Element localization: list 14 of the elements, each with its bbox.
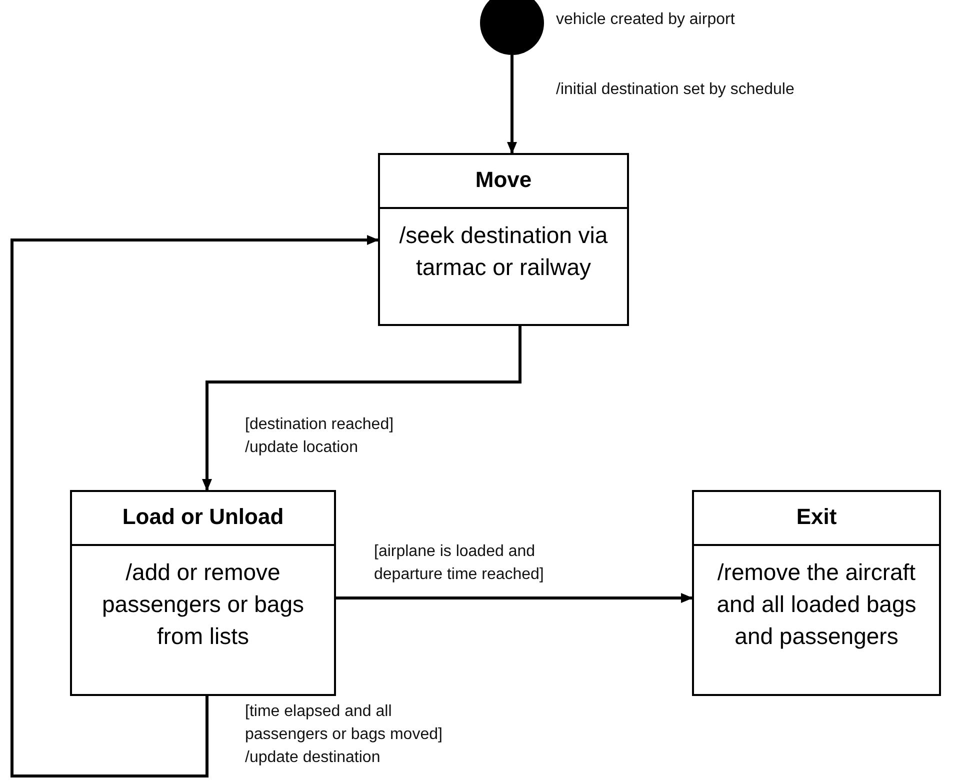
- transition-arrow: [507, 55, 517, 154]
- transition-arrow: [202, 326, 522, 491]
- state-name: Exit: [694, 492, 939, 546]
- initial-state-dot: [480, 0, 544, 55]
- state-box: [692, 490, 941, 696]
- state-action: /remove the aircraft and all loaded bags and passengers: [716, 558, 918, 651]
- state-action: /seek destination via tarmac or railway: [398, 221, 609, 282]
- transition-arrow: [336, 593, 693, 603]
- state-box: [378, 153, 629, 326]
- state-name: Load or Unload: [72, 492, 334, 546]
- state-box: [70, 490, 336, 696]
- transition-arrow: [10, 235, 379, 778]
- state-action: /add or remove passengers or bags from lists: [100, 558, 305, 651]
- state-name: Move: [380, 155, 627, 209]
